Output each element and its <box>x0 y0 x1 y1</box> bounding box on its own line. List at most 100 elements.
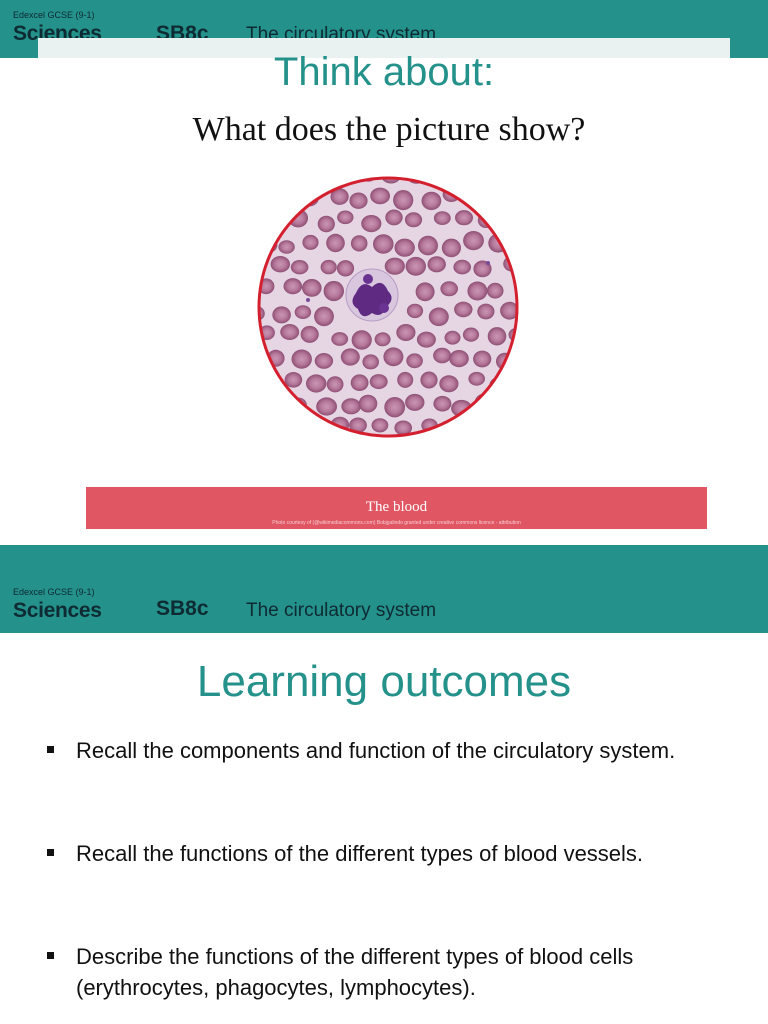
photo-credit: Photo courtesy of (@wikimediacommons.com… <box>272 520 521 526</box>
red-blood-cell <box>486 419 506 436</box>
list-item: Recall the components and function of th… <box>47 735 716 766</box>
red-blood-cell <box>384 397 406 418</box>
red-blood-cell <box>512 189 517 206</box>
red-blood-cell <box>474 393 495 414</box>
red-blood-cell <box>433 347 452 364</box>
red-blood-cell <box>477 303 495 320</box>
red-blood-cell <box>415 282 435 302</box>
red-blood-cell <box>330 188 349 205</box>
red-blood-cell <box>439 375 459 393</box>
red-blood-cell <box>500 301 517 320</box>
red-blood-cell <box>444 330 461 345</box>
red-blood-cell <box>509 233 517 254</box>
slide-title: Learning outcomes <box>196 657 572 706</box>
red-blood-cell <box>385 209 403 226</box>
red-blood-cell <box>406 353 423 369</box>
list-item: Recall the functions of the different ty… <box>47 838 716 869</box>
red-blood-cell <box>280 324 300 340</box>
red-blood-cell <box>507 370 517 389</box>
red-blood-cell <box>455 178 472 182</box>
red-blood-cell <box>272 306 291 324</box>
red-blood-cell <box>361 215 382 233</box>
red-blood-cell <box>433 395 452 412</box>
red-blood-cell <box>270 178 287 184</box>
red-blood-cell <box>320 259 337 275</box>
red-blood-cell <box>294 305 312 319</box>
red-blood-cell <box>396 324 416 341</box>
outcome-text: Describe the functions of the different … <box>76 944 634 1000</box>
red-blood-cell <box>271 394 289 410</box>
red-blood-cell <box>294 178 312 183</box>
red-blood-cell <box>405 256 426 276</box>
red-blood-cell <box>314 353 334 369</box>
red-blood-cell <box>397 371 414 388</box>
red-blood-cell <box>316 397 337 416</box>
red-blood-cell <box>370 187 390 205</box>
red-blood-cell <box>350 374 369 391</box>
bullet-square-icon <box>47 849 54 856</box>
red-blood-cell <box>405 393 425 411</box>
red-blood-cell <box>337 210 354 225</box>
red-blood-cell <box>462 327 480 342</box>
red-blood-cell <box>331 332 349 346</box>
red-blood-cell <box>476 178 494 182</box>
red-blood-cell <box>278 240 295 254</box>
red-blood-cell <box>326 376 344 393</box>
brand-subtitle: Edexcel GCSE (9-1) <box>13 587 95 597</box>
red-blood-cell <box>416 331 436 348</box>
red-blood-cell <box>440 281 458 297</box>
red-blood-cell <box>349 192 368 209</box>
red-blood-cell <box>383 347 404 367</box>
red-blood-cell <box>282 420 303 436</box>
red-blood-cell <box>341 398 361 415</box>
red-blood-cell <box>288 209 308 228</box>
red-blood-cell <box>427 256 446 273</box>
red-blood-cell <box>362 354 379 370</box>
red-blood-cell <box>374 332 391 347</box>
slide-learning-outcomes: Edexcel GCSE (9-1) Sciences SB8c The cir… <box>0 545 768 1024</box>
red-blood-cell <box>433 211 451 225</box>
slide-header: Edexcel GCSE (9-1) Sciences SB8c The cir… <box>0 545 768 633</box>
red-blood-cell <box>499 214 517 232</box>
red-blood-cell <box>340 348 360 366</box>
red-blood-cell <box>460 418 481 436</box>
red-blood-cell <box>371 418 389 433</box>
red-blood-cell <box>453 259 471 275</box>
red-blood-cell <box>487 194 504 209</box>
red-blood-cell <box>259 422 277 436</box>
red-blood-cell <box>394 238 415 257</box>
red-blood-cell <box>428 307 449 327</box>
red-blood-cell <box>384 257 405 275</box>
red-blood-cell <box>487 327 507 346</box>
red-blood-cell <box>454 301 473 318</box>
red-blood-cell <box>317 215 335 233</box>
red-blood-cell <box>421 191 442 211</box>
red-blood-cell <box>336 260 355 277</box>
red-blood-cell <box>449 350 469 368</box>
red-blood-cell <box>406 303 424 319</box>
red-blood-cell <box>259 256 262 276</box>
red-blood-cell <box>420 371 438 389</box>
red-blood-cell <box>323 280 344 302</box>
blood-cells-micrograph <box>257 176 519 438</box>
red-blood-cell <box>418 235 438 256</box>
red-blood-cell <box>290 260 309 275</box>
outcome-text: Recall the functions of the different ty… <box>76 841 644 866</box>
red-blood-cell <box>340 178 359 181</box>
red-blood-cell <box>351 330 372 350</box>
red-blood-cell <box>486 282 504 299</box>
topic-title: The circulatory system <box>246 600 437 621</box>
caption-bar: The blood Photo courtesy of (@wikimediac… <box>86 487 707 529</box>
question-text: What does the picture show? <box>192 111 586 148</box>
outcome-text: Recall the components and function of th… <box>76 738 676 763</box>
list-item: Describe the functions of the different … <box>47 941 716 1003</box>
caption-title: The blood <box>365 499 428 515</box>
red-blood-cell <box>306 374 327 393</box>
red-blood-cell <box>468 371 485 386</box>
red-blood-cell <box>259 215 266 233</box>
content-panel-top <box>38 38 730 60</box>
red-blood-cell <box>514 420 517 436</box>
red-blood-cell <box>291 349 312 369</box>
red-blood-cell <box>473 350 492 368</box>
red-blood-cell <box>259 178 265 183</box>
